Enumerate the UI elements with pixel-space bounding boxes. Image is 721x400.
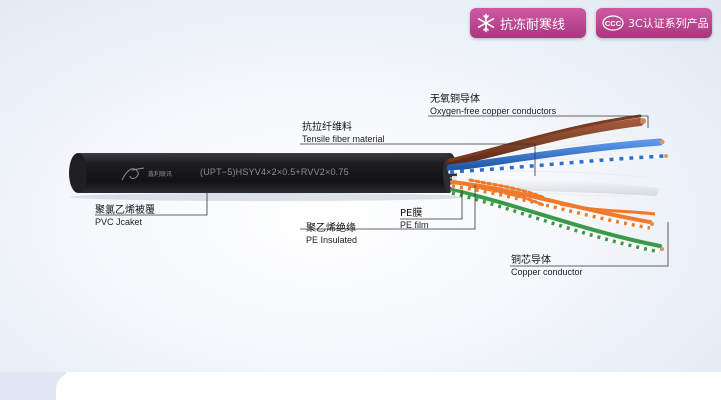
blue-wire [446, 138, 668, 174]
label-cn: 无氧铜导体 [430, 94, 480, 105]
cold-resistant-label: 抗冻耐寒线 [500, 17, 566, 33]
label-cn: 抗拉纤维料 [302, 122, 352, 133]
bottom-band [0, 372, 721, 400]
brand-logo-icon [121, 167, 145, 181]
label-pe-film: PE膜 PE film [400, 208, 429, 231]
ccc-certified-label: 3C认证系列产品 [628, 17, 709, 30]
leader-film [400, 190, 463, 220]
snowflake-icon [476, 13, 496, 33]
ccc-certification-icon: CCC [602, 15, 624, 31]
label-en: PE film [400, 220, 429, 230]
green-wire [450, 188, 665, 254]
label-cn: 铜芯导体 [511, 255, 551, 266]
bottom-notch [56, 372, 78, 400]
label-tensile-fiber: 抗拉纤维料 Tensile fiber material [302, 122, 385, 145]
brown-wire [446, 114, 646, 167]
cold-resistant-badge: 抗冻耐寒线 [470, 8, 586, 38]
label-en: Oxygen-free copper conductors [430, 106, 557, 116]
label-cn: 聚乙烯绝缘 [306, 223, 356, 234]
leader-jacket [95, 190, 208, 216]
leader-fiber [300, 143, 536, 176]
cable-model-text: (UPT−5)HSYV4×2×0.5+RVV2×0.75 [200, 167, 349, 177]
orange-white-twist [468, 178, 547, 208]
ccc-certified-badge: CCC 3C认证系列产品 [596, 8, 712, 38]
label-en: PVC Jcaket [95, 217, 143, 227]
leader-conductor [428, 115, 649, 128]
label-pvc-jacket: 聚氯乙烯被覆 PVC Jcaket [95, 205, 155, 228]
label-cn: 聚氯乙烯被覆 [95, 205, 155, 216]
jacket-shadow [70, 193, 470, 201]
label-en: PE Insulated [306, 235, 358, 245]
label-copper-conductor: 铜芯导体 Copper conductor [511, 255, 583, 278]
leader-copper [510, 222, 669, 267]
label-pe-insulated: 聚乙烯绝缘 PE Insulated [306, 223, 357, 246]
leader-insulated [300, 185, 476, 230]
brand-text: 鑫利联讯 [148, 171, 173, 178]
pe-film [452, 175, 660, 196]
label-en: Tensile fiber material [302, 134, 385, 144]
leader-lines [95, 115, 669, 267]
orange-wire [450, 180, 656, 230]
label-en: Copper conductor [511, 267, 583, 277]
label-oxygen-free-conductor: 无氧铜导体 Oxygen-free copper conductors [430, 94, 556, 117]
svg-text:CCC: CCC [605, 19, 622, 28]
bottom-tab [0, 372, 66, 400]
label-cn: PE膜 [400, 208, 423, 219]
